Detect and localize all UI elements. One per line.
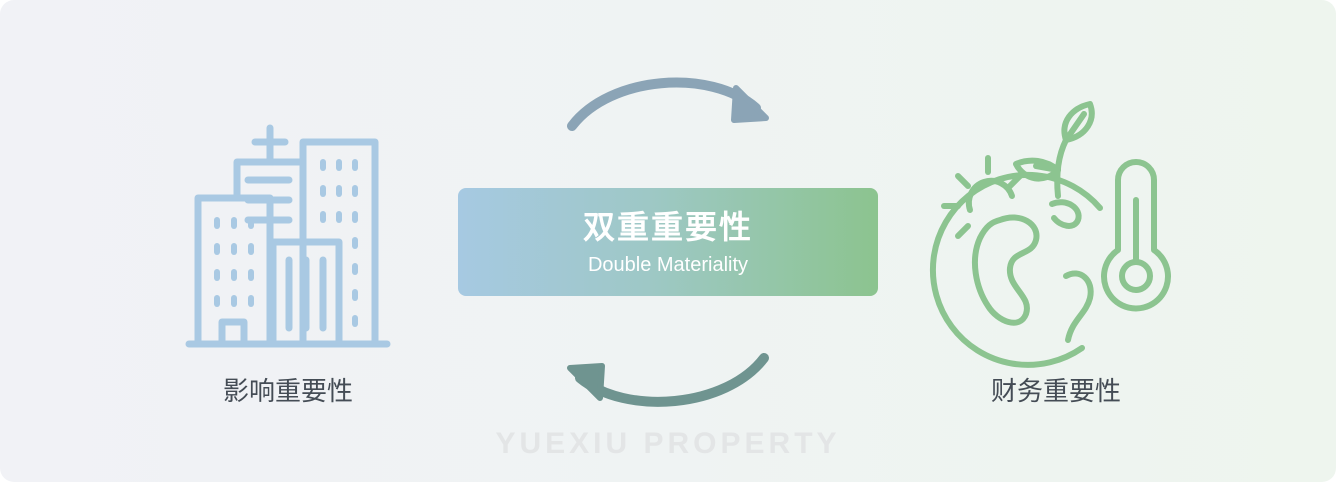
bottom-cycle-arrow <box>567 353 769 407</box>
center-title: 双重重要性 <box>582 208 753 246</box>
top-cycle-arrow <box>567 77 769 131</box>
impact-materiality-label: 影响重要性 <box>222 377 353 407</box>
city-buildings-icon <box>185 124 391 348</box>
center-subtitle: Double Materiality <box>587 254 749 276</box>
watermark: YUEXIU PROPERTY <box>495 427 841 460</box>
financial-materiality-label: 财务重要性 <box>990 377 1121 407</box>
earth-thermometer-icon <box>930 101 1171 368</box>
double-materiality-box: 双重重要性 Double Materiality <box>458 188 878 296</box>
